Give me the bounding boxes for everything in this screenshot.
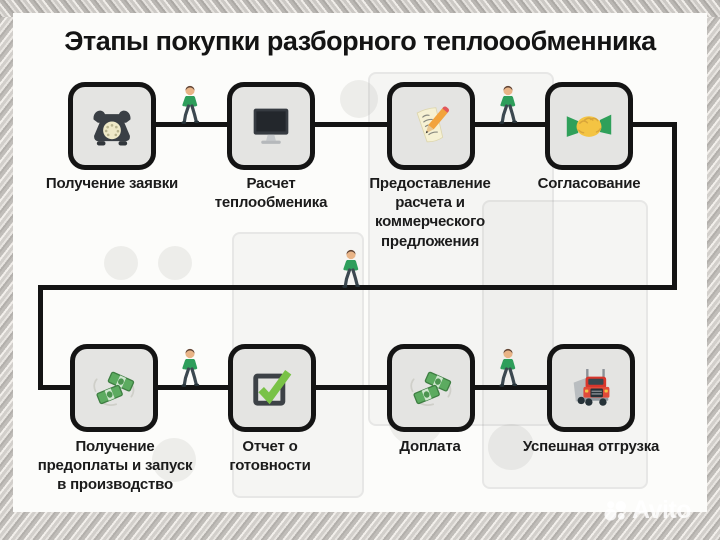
walking-person-icon: [499, 85, 518, 124]
money-icon: [93, 371, 135, 406]
telephone-icon: [93, 110, 131, 146]
step-box-6: [228, 344, 316, 432]
connector-line-return: [38, 285, 677, 290]
step-label-1: Получение заявки: [45, 175, 179, 192]
walking-person-icon: [499, 348, 518, 387]
connector-line-row2: [38, 385, 598, 390]
step-box-3: [387, 82, 475, 170]
avito-watermark-text: Avito: [632, 496, 692, 524]
avito-dots-icon: [604, 500, 627, 521]
step-label-8: Успешная отгрузка: [522, 438, 660, 455]
step-label-5: Получение предоплаты и запуск в производ…: [37, 438, 193, 494]
truck-icon: [573, 369, 610, 406]
walking-person-icon: [181, 85, 200, 124]
avito-watermark: Avito: [604, 496, 692, 525]
step-label-3: Предоставление расчета и коммерческого п…: [369, 175, 491, 250]
background-ghost-circle: [104, 246, 138, 280]
step-box-2: [227, 82, 315, 170]
computer-monitor-icon: [253, 108, 289, 144]
document-pencil-icon: [416, 106, 450, 143]
background-ghost-circle: [158, 246, 192, 280]
background-ghost-circle: [488, 424, 534, 470]
step-label-6: Отчет о готовности: [229, 438, 311, 475]
step-box-5: [70, 344, 158, 432]
money-icon: [410, 371, 452, 406]
step-box-7: [387, 344, 475, 432]
checkbox-checked-icon: [253, 370, 292, 406]
step-label-4: Согласование: [537, 175, 641, 192]
walking-person-icon: [181, 348, 200, 387]
step-label-2: Расчет теплообменика: [214, 175, 328, 212]
step-box-8: [547, 344, 635, 432]
step-label-7: Доплата: [399, 438, 461, 455]
background-ghost-circle: [340, 80, 378, 118]
handshake-icon: [566, 114, 612, 137]
step-box-1: [68, 82, 156, 170]
connector-line-left-vertical: [38, 285, 43, 390]
walking-person-icon: [342, 249, 361, 288]
metallic-top-band: [0, 0, 720, 17]
step-box-4: [545, 82, 633, 170]
page-title: Этапы покупки разборного теплоообменника: [64, 26, 656, 56]
background-ghost-circle: [152, 438, 196, 482]
connector-line-right-vertical: [672, 122, 677, 290]
